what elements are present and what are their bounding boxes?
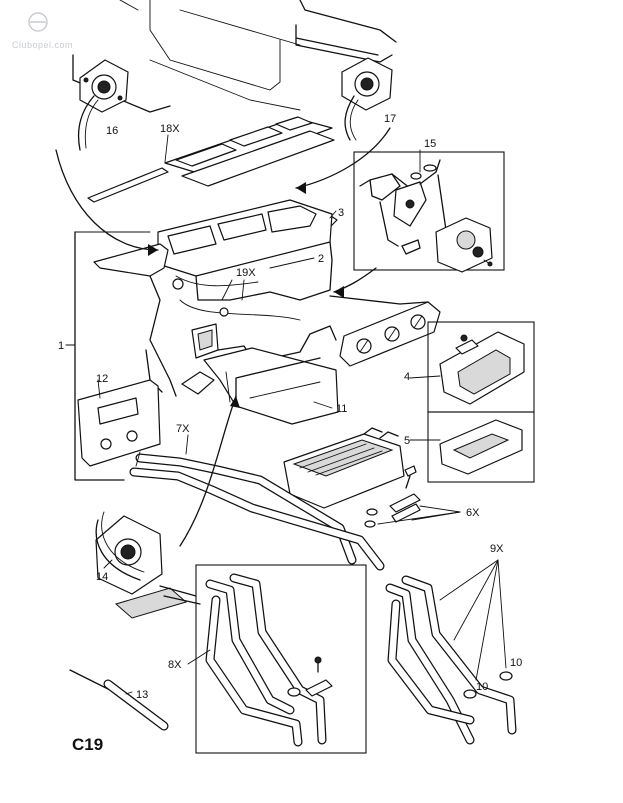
watermark: Clubopel.com [12, 12, 73, 50]
part-8-hoses-box [195, 564, 367, 754]
label-2: 2 [318, 253, 324, 265]
label-10-left: 10 [476, 681, 488, 693]
label-16: 16 [106, 125, 118, 137]
part-4-5-boxes [427, 321, 535, 483]
part-16-motor [77, 59, 129, 151]
label-7x: 7X [176, 423, 190, 435]
label-18x: 18X [160, 123, 180, 135]
part-heater-core [283, 427, 417, 509]
label-14: 14 [96, 571, 108, 583]
part-6-clips [364, 493, 421, 528]
part-14-motor [95, 511, 201, 619]
label-1: 1 [58, 340, 64, 352]
part-17-motor [341, 57, 393, 141]
label-13: 13 [136, 689, 148, 701]
label-6x: 6X [466, 507, 480, 519]
part-13-cable [69, 669, 169, 731]
part-12-control-panel [77, 379, 161, 467]
label-3: 3 [338, 207, 344, 219]
part-7-hoses [129, 451, 385, 571]
dashboard-outline [72, 0, 397, 113]
watermark-text: Clubopel.com [12, 40, 73, 50]
part-labels: 1 2 3 4 5 6X 7X 8X 9X 10 10 11 12 13 14 … [58, 113, 522, 754]
label-12: 12 [96, 373, 108, 385]
label-9x: 9X [490, 543, 504, 555]
leader-lines [55, 127, 507, 695]
part-outlet-panel [329, 295, 441, 367]
label-15: 15 [424, 138, 436, 150]
label-19x: 19X [236, 267, 256, 279]
label-4: 4 [404, 371, 410, 383]
label-17: 17 [384, 113, 396, 125]
part-15-linkage-box [353, 151, 505, 273]
label-11: 11 [336, 403, 347, 415]
diagram-code: C19 [72, 735, 103, 754]
part-18-gaskets [87, 116, 335, 203]
label-10-right: 10 [510, 657, 522, 669]
part-9-hoses-box [385, 575, 517, 745]
label-5: 5 [404, 435, 410, 447]
label-8x: 8X [168, 659, 182, 671]
